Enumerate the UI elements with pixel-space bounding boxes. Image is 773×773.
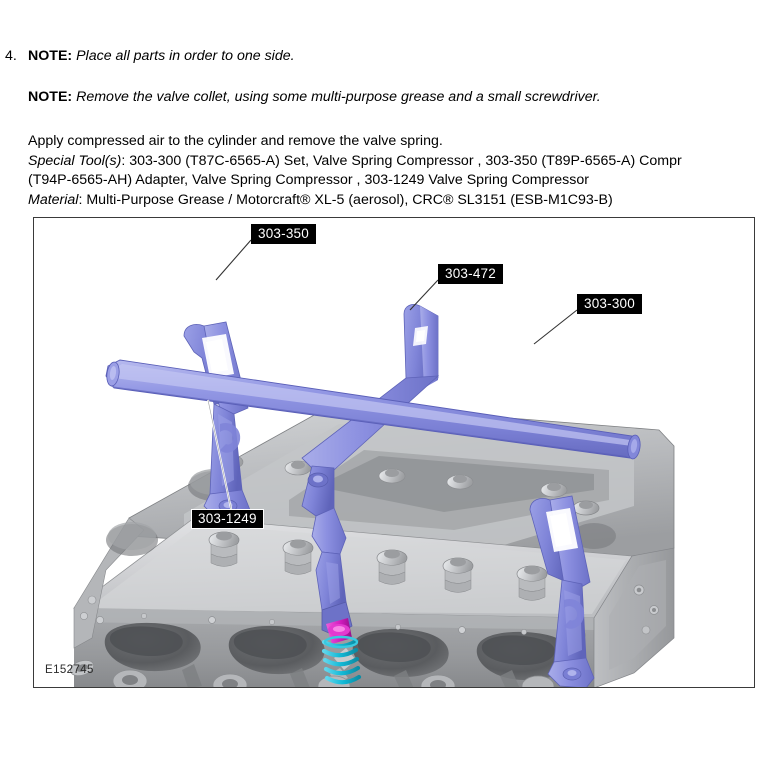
callout-303-472: 303-472: [438, 264, 503, 284]
special-tools-line-1: Special Tool(s): 303-300 (T87C-6565-A) S…: [0, 152, 773, 172]
valve-spring-highlight: [321, 618, 362, 685]
lower-bosses: [112, 669, 555, 687]
leader-303-300: [533, 309, 578, 345]
material-label: Material: [28, 191, 79, 208]
cylinder-head-illustration: [70, 239, 675, 687]
note-line-1: 4. NOTE: Place all parts in order to one …: [0, 48, 773, 65]
note-text-1: Place all parts in order to one side.: [76, 48, 295, 64]
figure-id: E152745: [45, 664, 94, 676]
valve-assembly: [376, 549, 408, 585]
tool-bracket-right: [529, 495, 595, 687]
note-label-1: NOTE:: [28, 48, 73, 64]
special-tools-label: Special Tool(s): [28, 152, 122, 169]
special-tools-line-2: (T94P-6565-AH) Adapter, Valve Spring Com…: [0, 171, 773, 191]
material-separator: :: [78, 191, 87, 208]
special-tools-separator: :: [121, 152, 130, 169]
instruction-text-block: 4. NOTE: Place all parts in order to one …: [0, 0, 773, 210]
valve-spring-coils: [321, 638, 362, 685]
combustion-chambers: [104, 622, 573, 681]
tool-main-bar: [105, 359, 641, 460]
note-text-2: Remove the valve collet, using some mult…: [76, 89, 601, 105]
leader-303-472: [409, 279, 439, 311]
material-line: Material: Multi-Purpose Grease / Motorcr…: [0, 191, 773, 211]
illustration-frame: 303-350 303-472 303-300 303-1249 E152745: [33, 217, 755, 688]
valve-assembly: [572, 500, 600, 516]
material-text: Multi-Purpose Grease / Motorcraft® XL-5 …: [86, 191, 613, 208]
special-tools-text-2: (T94P-6565-AH) Adapter, Valve Spring Com…: [28, 172, 589, 188]
leader-303-350: [215, 239, 252, 281]
special-tools-text-1: 303-300 (T87C-6565-A) Set, Valve Spring …: [129, 152, 682, 169]
valve-assembly: [442, 557, 474, 593]
note-line-2: NOTE: Remove the valve collet, using som…: [0, 89, 773, 106]
step-number: 4.: [5, 48, 17, 64]
valve-spring-assemblies: [208, 454, 600, 601]
callout-303-300: 303-300: [577, 294, 642, 314]
spacer-1: [0, 65, 773, 89]
callout-303-1249: 303-1249: [191, 509, 264, 529]
leader-303-1249-core: [207, 399, 234, 519]
callout-303-350: 303-350: [251, 224, 316, 244]
valve-spring-compressor-tool: [105, 304, 641, 687]
note-label-2: NOTE:: [28, 89, 73, 105]
instruction-text: Apply compressed air to the cylinder and…: [28, 133, 443, 149]
callout-leader-lines: [215, 239, 578, 345]
valve-assembly: [282, 539, 314, 575]
valve-assembly: [208, 531, 240, 567]
spacer-2: [0, 106, 773, 132]
instruction-line: Apply compressed air to the cylinder and…: [0, 132, 773, 152]
valve-assembly: [516, 565, 548, 601]
